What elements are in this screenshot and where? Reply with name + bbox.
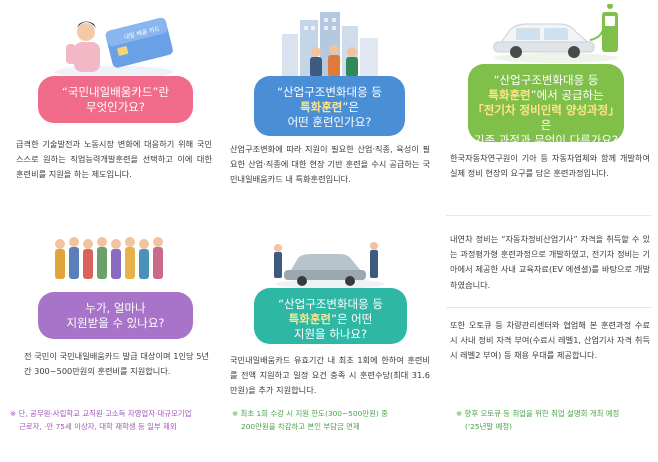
- title-suffix: ”은 어떤: [330, 312, 373, 326]
- title-line: “산업구조변화대응 등: [278, 297, 383, 311]
- special-training-description: 산업구조변화에 따라 지원이 필요한 산업·직종, 육성이 필요한 산업·직종에…: [230, 144, 430, 185]
- note-line: (’25년말 예정): [465, 422, 513, 431]
- title-line: 무엇인가요?: [85, 100, 145, 114]
- note-line: ※ 향후 오토큐 등 취업을 위한 취업 설명회 개최 예정: [456, 409, 620, 418]
- credit-card-icon: 내일 배움 카드: [54, 17, 174, 78]
- group-of-people-icon: [55, 237, 163, 279]
- divider: [446, 307, 651, 308]
- title-suffix: ”에서 공급하는: [530, 88, 604, 102]
- note-line: ※ 단, 공무원·사립학교 교직원·고소득 자영업자·대규모기업: [10, 409, 192, 418]
- title-eligibility: 누가, 얼마나 지원받을 수 있나요?: [38, 292, 193, 339]
- electric-car-charging-icon: [493, 4, 618, 63]
- ev-course-note: ※ 향후 오토큐 등 취업을 위한 취업 설명회 개최 예정 (’25년말 예정…: [456, 407, 651, 433]
- title-line: 누가, 얼마나: [85, 301, 146, 315]
- eligibility-note: ※ 단, 공무원·사립학교 교직원·고소득 자영업자·대규모기업 근로자, ·만…: [10, 407, 220, 433]
- note-line: ※ 최초 1회 수강 시 지원 한도(300~500만원) 중: [232, 409, 388, 418]
- national-card-description: 급격한 기술발전과 노동시장 변화에 대응하기 위해 국민 스스로 원하는 직업…: [16, 139, 212, 180]
- note-line: 200만원을 차감하고 본인 부담금 면제: [241, 422, 360, 431]
- car-and-mechanics-icon: [274, 242, 384, 289]
- title-line: 특화훈련”은: [254, 100, 405, 115]
- title-line: 지원받을 수 있나요?: [66, 316, 165, 330]
- title-line: 특화훈련”은 어떤: [254, 312, 407, 327]
- title-national-card: “국민내일배움카드”란 무엇인가요?: [38, 76, 193, 123]
- title-line: 어떤 훈련인가요?: [287, 115, 372, 129]
- ev-course-description-1: 한국자동차연구원이 기아 등 자동차업체와 함께 개발하여 실제 정비 현장의 …: [450, 153, 650, 179]
- title-highlight: 「전기차 정비인력 양성과정」: [472, 103, 620, 117]
- title-suffix: 은: [540, 118, 552, 132]
- title-line: 「전기차 정비인력 양성과정」은: [468, 103, 624, 133]
- note-line: 근로자, ·만 75세 이상자, 대학 재학생 등 일부 제외: [19, 422, 177, 431]
- title-ev-course: “산업구조변화대응 등 특화훈련”에서 공급하는 「전기차 정비인력 양성과정」…: [468, 64, 624, 147]
- title-suffix: ”은: [342, 100, 359, 114]
- title-line: “국민내일배움카드”란: [61, 85, 170, 99]
- title-highlight: 특화훈련: [488, 88, 531, 102]
- title-special-training: “산업구조변화대응 등 특화훈련”은 어떤 훈련인가요?: [254, 76, 405, 136]
- title-support: “산업구조변화대응 등 특화훈련”은 어떤 지원을 하나요?: [254, 288, 407, 344]
- title-line: “산업구조변화대응 등: [493, 73, 599, 87]
- ev-course-description-3: 또한 오토큐 등 차량관리센터와 협업해 본 훈련과정 수료 시 사내 정비 자…: [450, 320, 650, 361]
- divider: [446, 215, 651, 216]
- eligibility-description: 전 국민이 국민내일배움카드 발급 대상이며 1인당 5년간 300~500만원…: [24, 351, 209, 377]
- title-line: “산업구조변화대응 등: [277, 85, 382, 99]
- ev-course-description-2: 내연차 정비는 “자동차정비산업기사” 자격을 취득할 수 있는 과정평가형 훈…: [450, 234, 650, 290]
- support-note: ※ 최초 1회 수강 시 지원 한도(300~500만원) 중 200만원을 차…: [232, 407, 432, 433]
- title-line: 기존 과정과 무엇이 다른가요?: [473, 133, 619, 147]
- title-line: 지원을 하나요?: [293, 327, 368, 341]
- support-description: 국민내일배움카드 유효기간 내 최초 1회에 한하여 훈련비를 전액 지원하고 …: [230, 355, 430, 396]
- title-highlight: 특화훈련: [300, 100, 343, 114]
- title-highlight: 특화훈련: [288, 312, 331, 326]
- city-workers-icon: [282, 12, 378, 84]
- title-line: 특화훈련”에서 공급하는: [468, 88, 624, 103]
